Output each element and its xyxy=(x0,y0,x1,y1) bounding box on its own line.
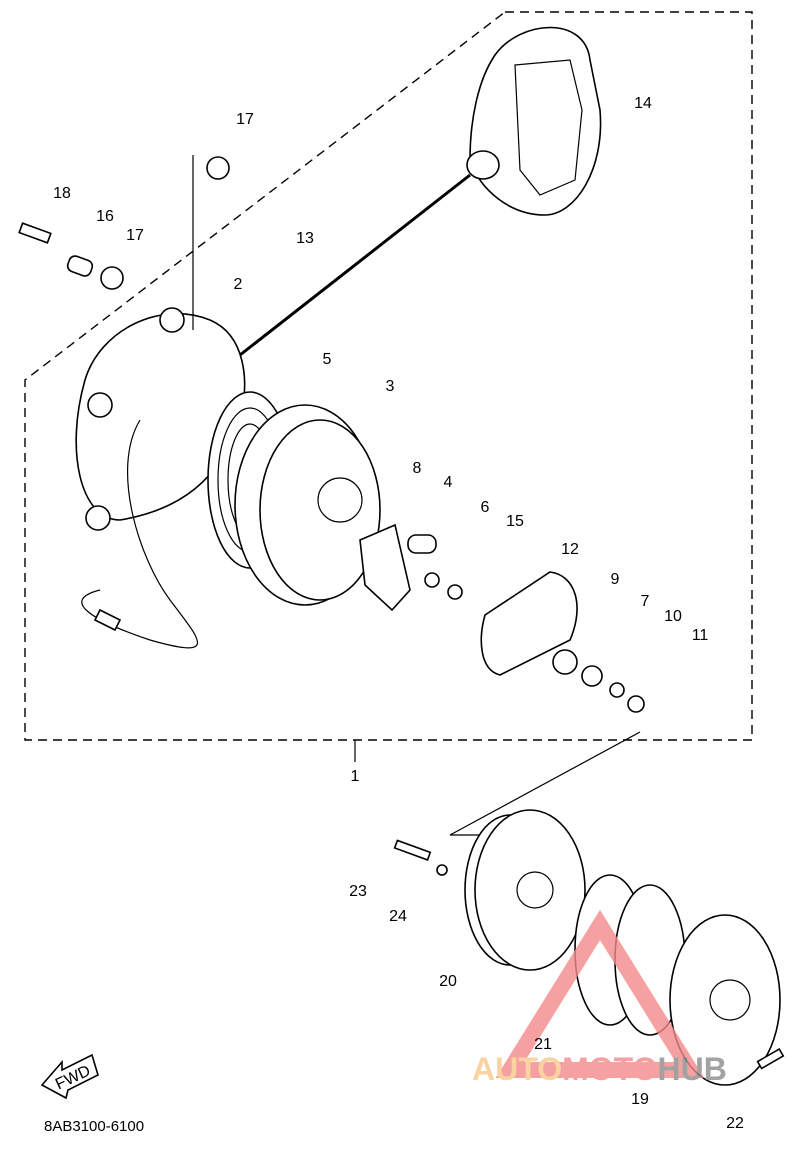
starter-drive-plate-20 xyxy=(464,809,586,971)
part-label: 17 xyxy=(236,111,254,128)
part-label: 22 xyxy=(726,1115,744,1132)
part-label: 7 xyxy=(641,593,650,610)
pulley xyxy=(234,404,381,606)
bolt-23 xyxy=(393,839,432,861)
part-label: 24 xyxy=(389,908,407,925)
fwd-arrow-icon: FWD xyxy=(40,1053,99,1100)
part-label: 18 xyxy=(53,185,71,202)
part-label: 10 xyxy=(664,608,682,625)
bush-9 xyxy=(552,649,578,675)
washer-7 xyxy=(581,665,603,687)
part-label: 13 xyxy=(296,230,314,247)
part-label: 17 xyxy=(126,227,144,244)
starter-rope xyxy=(239,173,471,357)
pawl-pin xyxy=(407,534,437,554)
washer-15 xyxy=(447,584,463,600)
watermark-logo: AUTOMOTOHUB xyxy=(472,909,727,1087)
part-label: 12 xyxy=(561,541,579,558)
part-label: 11 xyxy=(692,627,709,644)
damper-17a xyxy=(100,266,124,290)
bolt-22 xyxy=(756,1047,785,1070)
part-label: 1 xyxy=(351,768,360,785)
clip-10 xyxy=(609,682,625,698)
part-label: 9 xyxy=(611,571,620,588)
part-label: 15 xyxy=(506,513,524,530)
part-label: 14 xyxy=(634,95,652,112)
part-code: 8AB3100-6100 xyxy=(44,1118,145,1135)
part-label: 19 xyxy=(631,1091,649,1108)
part-label: 4 xyxy=(444,474,453,491)
part-label: 23 xyxy=(349,883,367,900)
part-label: 8 xyxy=(413,460,422,477)
assembly-boundary xyxy=(24,11,753,741)
starter-case xyxy=(75,307,246,649)
part-label: 5 xyxy=(323,351,332,368)
part-label: 21 xyxy=(534,1036,552,1053)
starter-handle xyxy=(466,26,602,216)
part-label: 20 xyxy=(439,973,457,990)
bolt-18 xyxy=(18,222,52,244)
drive-plate xyxy=(480,571,578,676)
pawl xyxy=(359,523,411,612)
part-label: 16 xyxy=(96,208,114,225)
part-label: 3 xyxy=(386,378,395,395)
svg-text:AUTOMOTOHUB: AUTOMOTOHUB xyxy=(472,1051,727,1087)
damper-17b xyxy=(206,156,230,180)
part-label: 6 xyxy=(481,499,490,516)
cover-19 xyxy=(669,914,781,1086)
nut-11 xyxy=(627,695,645,713)
part-label: 2 xyxy=(234,276,243,293)
spring-6 xyxy=(424,572,440,588)
washer-24 xyxy=(436,864,448,876)
collar-16 xyxy=(66,255,94,277)
